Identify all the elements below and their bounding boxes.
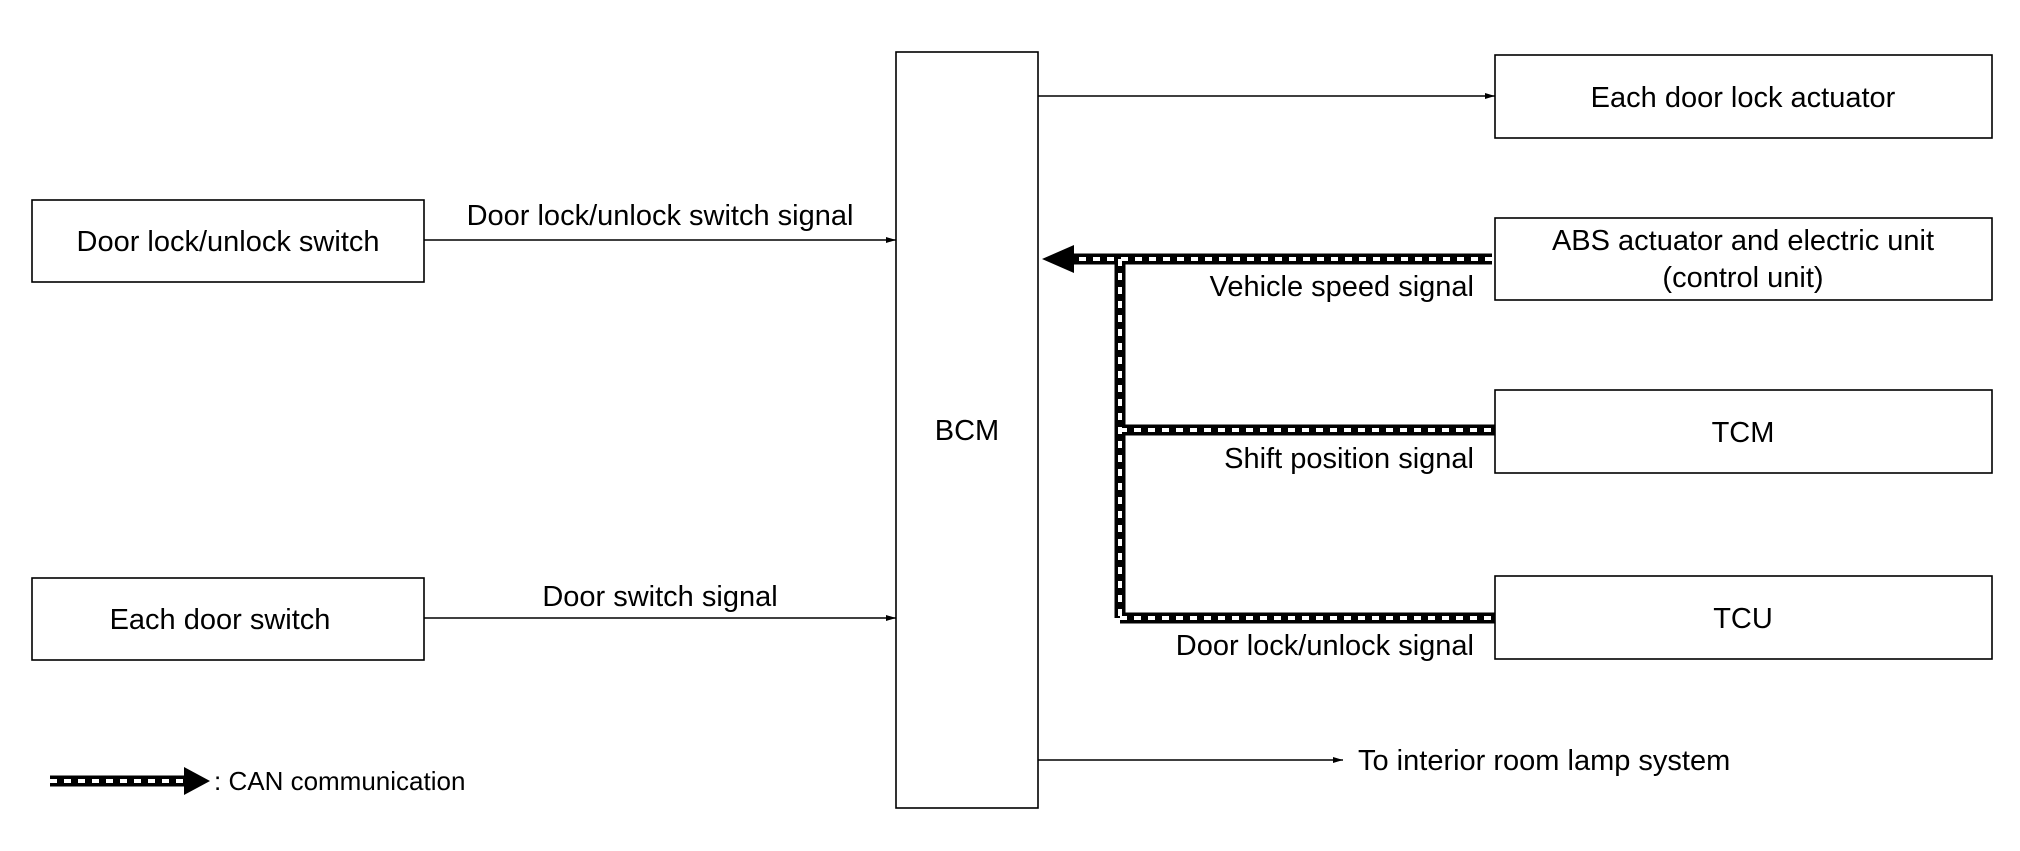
abs-unit-label-line1: ABS actuator and electric unit: [1552, 225, 1934, 257]
can-bus-arrowhead: [1042, 245, 1074, 273]
legend-label: : CAN communication: [214, 766, 465, 796]
vehicle-speed-signal-label: Vehicle speed signal: [1210, 271, 1474, 303]
bcm-block: BCM: [895, 51, 1039, 809]
door-lock-switch-block: Door lock/unlock switch: [31, 199, 425, 283]
tcm-label: TCM: [1712, 417, 1775, 449]
tcm-block: TCM: [1494, 389, 1993, 474]
shift-position-signal-label: Shift position signal: [1224, 443, 1474, 475]
door-switch-label: Each door switch: [110, 604, 331, 636]
abs-unit-label-line2: (control unit): [1662, 262, 1823, 294]
legend-can-arrowhead: [184, 767, 210, 795]
interior-lamp-label: To interior room lamp system: [1358, 745, 1730, 777]
door-switch-block: Each door switch: [31, 577, 425, 661]
door-lock-actuator-block: Each door lock actuator: [1494, 54, 1993, 139]
tcu-label: TCU: [1713, 603, 1773, 635]
door-lock-switch-label: Door lock/unlock switch: [77, 226, 380, 258]
bcm-label: BCM: [935, 415, 999, 447]
door-lock-unlock-signal-label: Door lock/unlock signal: [1176, 630, 1474, 662]
abs-unit-block: ABS actuator and electric unit (control …: [1494, 217, 1993, 301]
door-lock-actuator-label: Each door lock actuator: [1591, 82, 1896, 114]
door-switch-signal-label: Door switch signal: [542, 581, 777, 613]
legend: : CAN communication: [50, 766, 465, 796]
tcu-block: TCU: [1494, 575, 1993, 660]
door-lock-switch-signal-label: Door lock/unlock switch signal: [467, 200, 854, 232]
can-bus: [1042, 245, 1495, 624]
